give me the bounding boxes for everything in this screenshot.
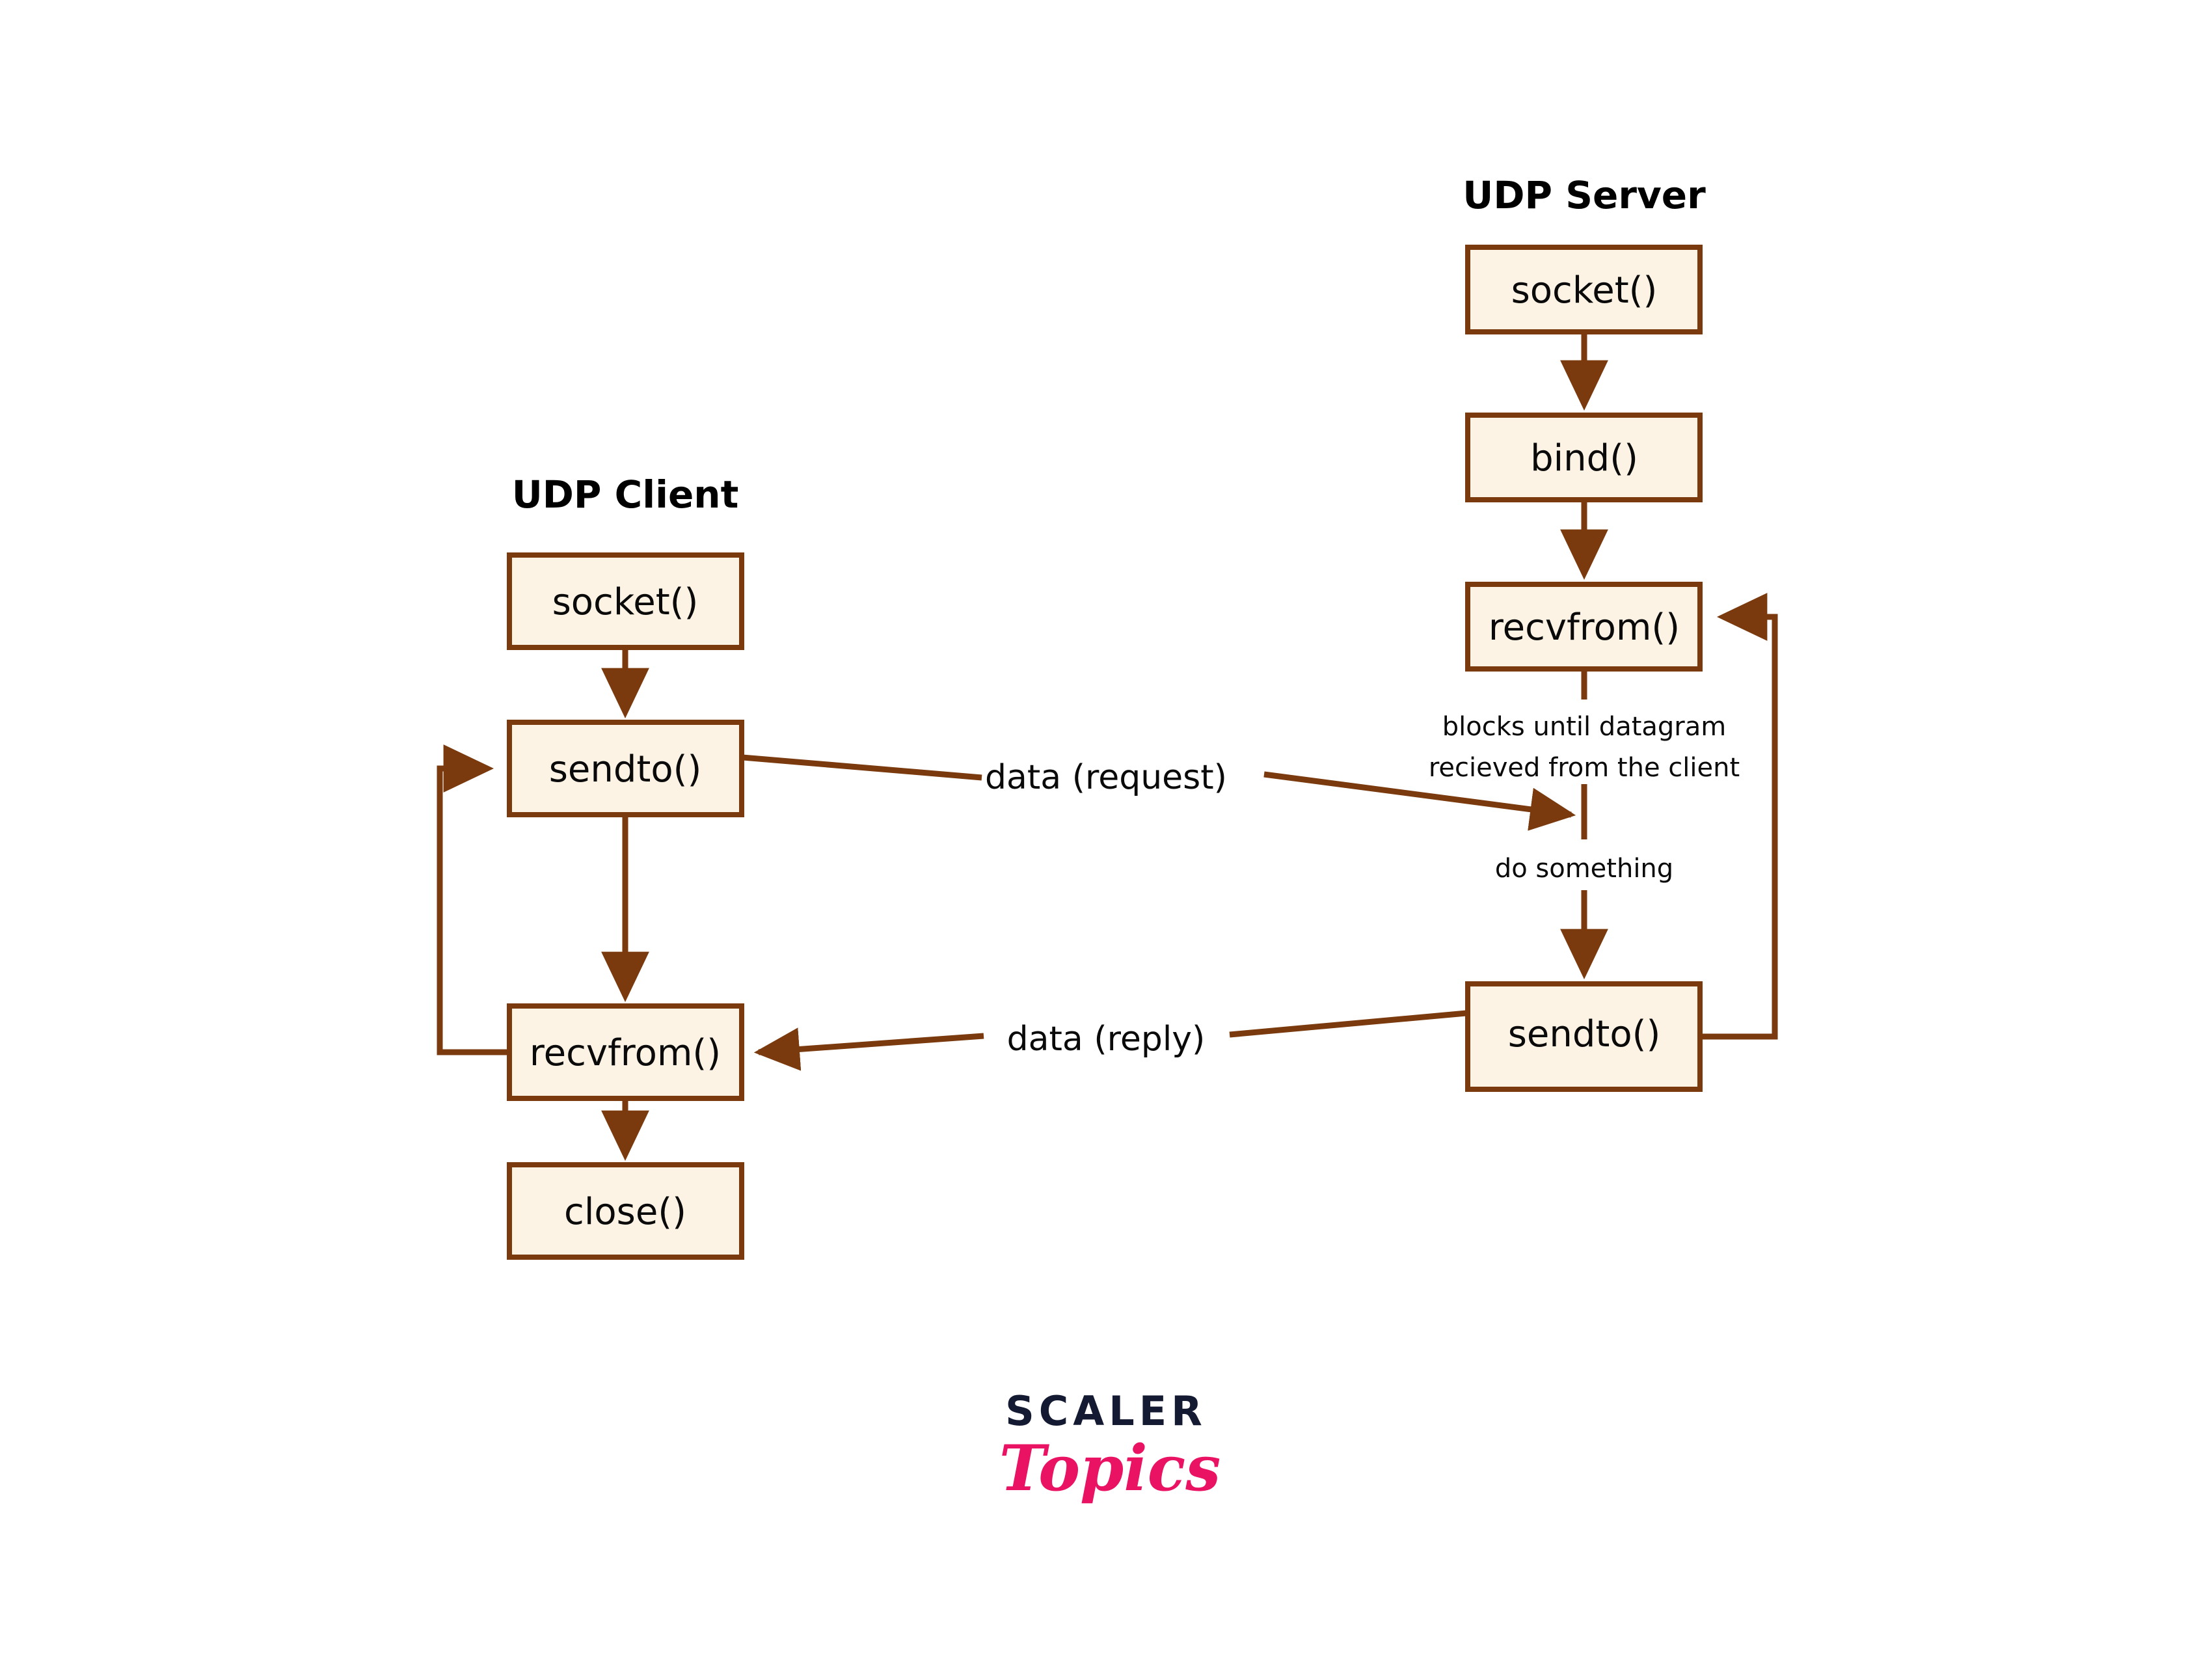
server-recvfrom-label: recvfrom() bbox=[1489, 606, 1680, 649]
client-close-box[interactable] bbox=[507, 1162, 744, 1260]
server-bind-label: bind() bbox=[1530, 437, 1638, 480]
scaler-topics-logo: SCALER Topics bbox=[999, 1387, 1221, 1505]
client-sendto-node[interactable]: sendto() bbox=[507, 720, 744, 817]
request-edge-right-segment bbox=[1263, 771, 1576, 831]
server-sendto-label: sendto() bbox=[1508, 1013, 1661, 1055]
topics-scriptmark: Topics bbox=[999, 1432, 1221, 1505]
blocks-note-line-2: recieved from the client bbox=[1429, 753, 1740, 783]
server-bind-node[interactable]: bind() bbox=[1465, 413, 1703, 502]
client-socket-node[interactable]: socket() bbox=[507, 552, 744, 650]
server-sendto-node[interactable]: sendto() bbox=[1465, 981, 1703, 1092]
client-recvfrom-node[interactable]: recvfrom() bbox=[507, 1003, 744, 1101]
client-sendto-label: sendto() bbox=[549, 748, 702, 791]
blocks-until-datagram-note: blocks until datagram recieved from the … bbox=[1422, 700, 1747, 784]
client-socket-label: socket() bbox=[552, 581, 699, 623]
do-something-note: do something bbox=[1470, 839, 1698, 890]
client-column-title: UDP Client bbox=[512, 472, 739, 517]
request-edge-left-segment bbox=[742, 754, 982, 781]
do-something-backdrop bbox=[1470, 839, 1698, 890]
server-loop-arrow bbox=[1700, 593, 1778, 1040]
request-edge-label: data (request) bbox=[985, 758, 1227, 797]
blocks-note-backdrop bbox=[1422, 700, 1747, 784]
server-column-title: UDP Server bbox=[1463, 173, 1706, 217]
scaler-wordmark: SCALER bbox=[1005, 1387, 1207, 1435]
blocks-note-line-1: blocks until datagram bbox=[1442, 712, 1726, 742]
server-socket-node[interactable]: socket() bbox=[1465, 245, 1703, 334]
server-sendto-box[interactable] bbox=[1465, 981, 1703, 1092]
server-socket-label: socket() bbox=[1511, 269, 1658, 312]
client-close-node[interactable]: close() bbox=[507, 1162, 744, 1260]
reply-edge-label: data (reply) bbox=[1007, 1020, 1206, 1059]
server-recvfrom-node[interactable]: recvfrom() bbox=[1465, 582, 1703, 672]
reply-edge-left-segment bbox=[753, 1027, 984, 1071]
do-something-label: do something bbox=[1495, 854, 1673, 884]
server-recvfrom-box[interactable] bbox=[1465, 582, 1703, 672]
client-close-label: close() bbox=[564, 1191, 686, 1233]
client-recvfrom-label: recvfrom() bbox=[530, 1032, 721, 1074]
client-loop-arrow bbox=[437, 744, 509, 1055]
reply-edge-right-segment bbox=[1229, 1010, 1467, 1038]
